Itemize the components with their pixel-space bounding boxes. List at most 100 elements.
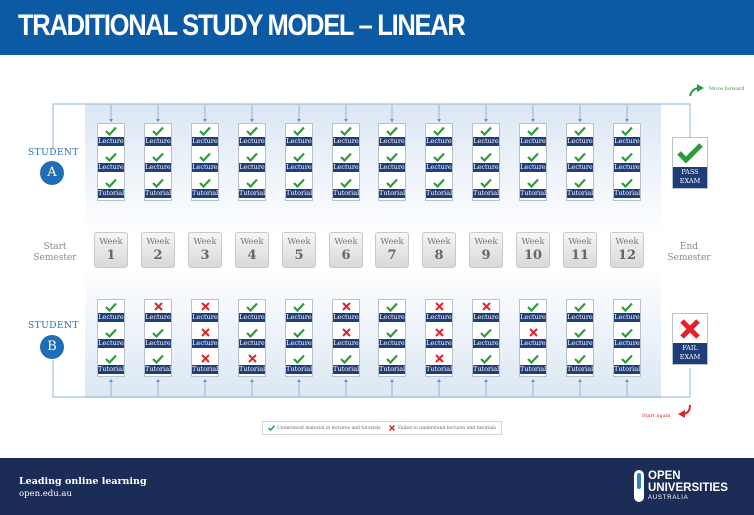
check-icon — [379, 176, 405, 189]
check-icon — [567, 326, 593, 339]
check-icon — [145, 352, 171, 365]
check-icon — [520, 124, 546, 137]
session-label: Lecture — [98, 339, 124, 348]
session-label: Lecture — [98, 313, 124, 322]
check-icon — [98, 352, 124, 365]
cross-icon — [426, 352, 452, 365]
session-label: Lecture — [379, 313, 405, 322]
check-icon — [239, 326, 265, 339]
session-label: Lecture — [145, 163, 171, 172]
session-label: Lecture — [520, 339, 546, 348]
cross-icon — [192, 300, 218, 313]
check-icon — [286, 124, 312, 137]
cross-icon — [239, 352, 265, 365]
legend: Understood material in lectures and tuto… — [262, 421, 502, 435]
session-label: Lecture — [333, 137, 359, 146]
flow-arrow-head — [344, 379, 348, 382]
session-label: Lecture — [426, 339, 452, 348]
flow-arrow-head — [484, 379, 488, 382]
session-label: Lecture — [286, 137, 312, 146]
footer: Leading online learning open.edu.au — [0, 458, 754, 515]
session-label: Lecture — [426, 313, 452, 322]
session-label: Lecture — [145, 339, 171, 348]
session-label: Lecture — [192, 339, 218, 348]
check-icon — [520, 300, 546, 313]
cross-icon — [192, 326, 218, 339]
check-icon — [267, 425, 276, 433]
check-icon — [567, 352, 593, 365]
flow-arrow-head — [203, 119, 207, 122]
session-label: Tutorial — [567, 365, 594, 374]
check-icon — [239, 150, 265, 163]
start-again-note: Start again — [642, 413, 671, 419]
session-label: Lecture — [145, 137, 171, 146]
session-label: Lecture — [473, 313, 499, 322]
session-label: Lecture — [192, 313, 218, 322]
session-label: Tutorial — [192, 365, 219, 374]
flow-arrow-head — [156, 119, 160, 122]
check-icon — [567, 300, 593, 313]
session-label: Tutorial — [520, 365, 547, 374]
session-label: Lecture — [379, 137, 405, 146]
check-icon — [239, 176, 265, 189]
check-icon — [98, 124, 124, 137]
session-label: Lecture — [98, 137, 124, 146]
check-icon — [239, 124, 265, 137]
check-icon — [145, 176, 171, 189]
check-icon — [426, 124, 452, 137]
session-label: Tutorial — [239, 365, 266, 374]
session-label: Tutorial — [379, 365, 406, 374]
check-icon — [379, 150, 405, 163]
session-label: Tutorial — [614, 365, 641, 374]
session-label: Lecture — [286, 163, 312, 172]
session-label: Tutorial — [426, 365, 453, 374]
check-icon — [333, 352, 359, 365]
session-label: Lecture — [473, 137, 499, 146]
legend-failed: Failed to understand lectures and tutori… — [398, 426, 496, 431]
session-label: Lecture — [567, 339, 593, 348]
check-icon — [286, 326, 312, 339]
flow-arrow-head — [109, 379, 113, 382]
session-label: Lecture — [192, 137, 218, 146]
flow-arrow-head — [484, 119, 488, 122]
session-label: Tutorial — [473, 365, 500, 374]
cross-icon — [388, 424, 396, 433]
check-icon — [567, 176, 593, 189]
session-label: Lecture — [286, 313, 312, 322]
check-icon — [145, 326, 171, 339]
open-universities-logo: OPEN UNIVERSITIES AUSTRALIA — [632, 468, 737, 506]
flow-arrow-head — [297, 379, 301, 382]
session-label: Lecture — [379, 163, 405, 172]
session-label: Tutorial — [614, 189, 641, 198]
session-label: Lecture — [520, 313, 546, 322]
page-title: TRADITIONAL STUDY MODEL – LINEAR — [18, 9, 466, 42]
flow-arrow-head — [578, 379, 582, 382]
session-label: Tutorial — [145, 189, 172, 198]
flow-arrow-head — [297, 119, 301, 122]
footer-tagline: Leading online learning — [19, 476, 147, 487]
check-icon — [379, 124, 405, 137]
flow-arrow-head — [156, 379, 160, 382]
flow-arrow-head — [625, 379, 629, 382]
session-label: Lecture — [567, 313, 593, 322]
check-icon — [567, 124, 593, 137]
session-label: Lecture — [145, 313, 171, 322]
session-label: Tutorial — [520, 189, 547, 198]
flow-arrow-head — [250, 119, 254, 122]
